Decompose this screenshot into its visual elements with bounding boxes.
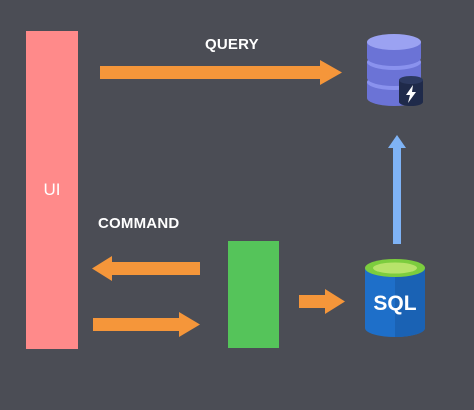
query-label: QUERY [205,36,259,53]
sync-arrow [388,135,406,244]
write-arrow [299,289,345,314]
lightning-bolt-icon [399,76,423,106]
command-response-arrow [92,256,200,281]
command-label: COMMAND [98,215,180,232]
ui-component: UI [26,31,78,349]
sql-label: SQL [373,292,416,315]
ui-label: UI [43,180,61,199]
query-arrow [100,60,342,85]
sql-database-icon [365,259,425,337]
command-request-arrow [93,312,200,337]
command-handler-box [228,241,279,348]
